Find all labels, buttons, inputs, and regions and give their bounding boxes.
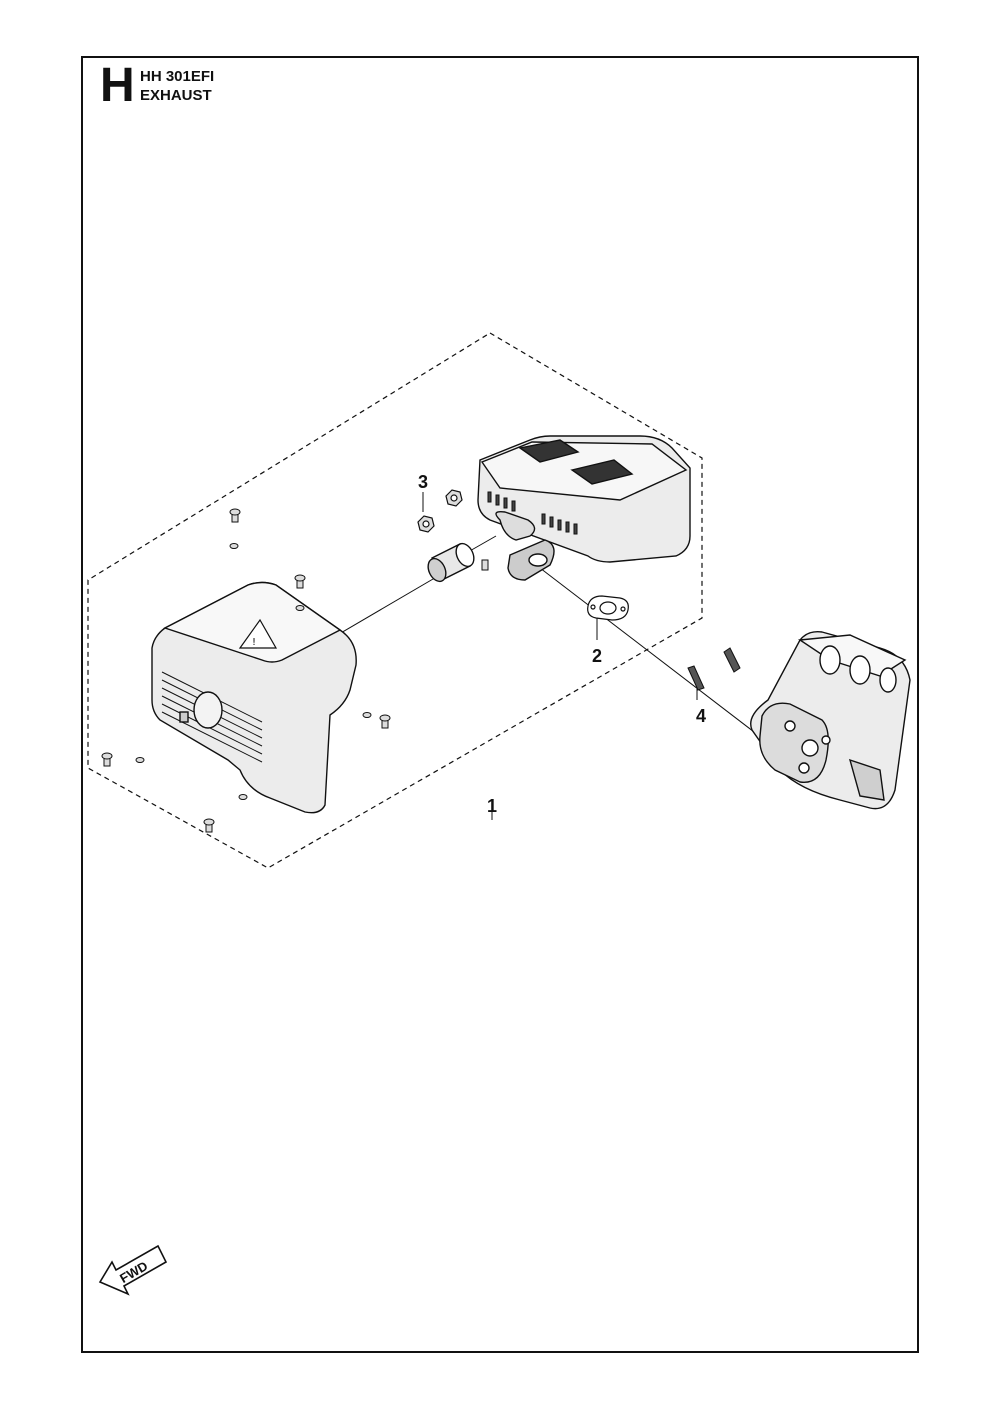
callout-2: 2 — [592, 646, 602, 666]
svg-text:!: ! — [252, 637, 256, 648]
callout-3: 3 — [418, 472, 428, 492]
cylinder-head — [750, 630, 911, 810]
callout-1: 1 — [487, 796, 497, 816]
assembly-boundary — [87, 332, 703, 869]
exhaust-pipe — [427, 542, 475, 583]
model-name: HH 301EFI — [140, 68, 215, 85]
gasket-part-2 — [587, 595, 629, 621]
page-frame — [81, 56, 919, 1353]
stud-part-4 — [687, 647, 741, 691]
section-letter: H — [100, 59, 135, 112]
small-screw — [481, 559, 489, 571]
fwd-arrow-icon: FWD — [98, 1244, 168, 1296]
muffler-body — [477, 435, 691, 581]
heat-shield: ! — [151, 581, 357, 814]
nut-part-3 — [417, 489, 463, 533]
shield-screws — [101, 508, 391, 833]
callout-4: 4 — [696, 706, 706, 726]
section-title: EXHAUST — [140, 87, 212, 104]
